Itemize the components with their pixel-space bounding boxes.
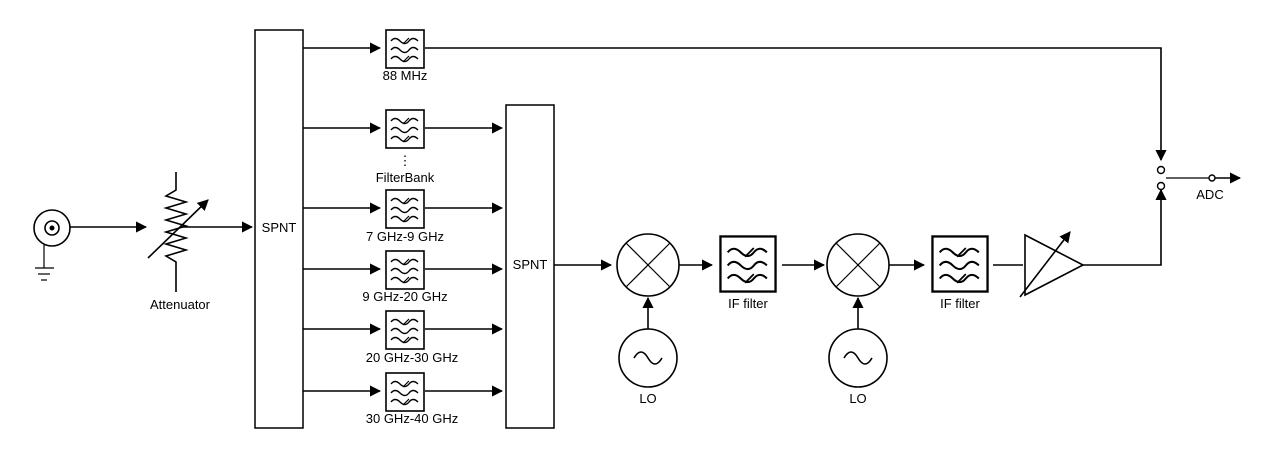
variable-attenuator-icon — [147, 172, 209, 292]
oscillator-icon-1 — [618, 328, 678, 388]
bandpass-filter-icon-filterbank — [385, 109, 425, 149]
if-filter-icon-1 — [719, 235, 777, 293]
filter-30-40ghz-label: 30 GHz-40 GHz — [366, 411, 458, 426]
spnt-switch-right — [505, 104, 555, 429]
if-filter-2-label: IF filter — [940, 296, 980, 311]
spnt-switch-left — [254, 29, 304, 429]
if-filter-icon-2 — [931, 235, 989, 293]
filter-9-20ghz-label: 9 GHz-20 GHz — [362, 289, 447, 304]
filter-88mhz-label: 88 MHz — [383, 68, 428, 83]
mixer-icon-2 — [826, 233, 890, 297]
variable-gain-amplifier-icon — [1019, 231, 1085, 298]
filterbank-ellipsis: ⋮ — [399, 153, 412, 168]
attenuator-label: Attenuator — [150, 297, 211, 312]
spnt-left-label: SPNT — [262, 220, 297, 235]
bandpass-filter-icon-30-40ghz — [385, 372, 425, 412]
spnt-right-label: SPNT — [513, 257, 548, 272]
filterbank-label: FilterBank — [376, 170, 435, 185]
adc-label: ADC — [1196, 187, 1223, 202]
bandpass-filter-icon-9-20ghz — [385, 250, 425, 290]
lo-1-label: LO — [639, 391, 656, 406]
filter-7-9ghz-label: 7 GHz-9 GHz — [366, 229, 444, 244]
lo-2-label: LO — [849, 391, 866, 406]
mixer-icon-1 — [616, 233, 680, 297]
bandpass-filter-icon-7-9ghz — [385, 189, 425, 229]
coaxial-input-icon — [33, 209, 71, 247]
bandpass-filter-icon-88mhz — [385, 29, 425, 69]
filter-20-30ghz-label: 20 GHz-30 GHz — [366, 350, 458, 365]
if-filter-1-label: IF filter — [728, 296, 768, 311]
ground-icon — [35, 244, 54, 281]
oscillator-icon-2 — [828, 328, 888, 388]
bandpass-filter-icon-20-30ghz — [385, 310, 425, 350]
spdt-switch-icon — [1156, 165, 1242, 191]
